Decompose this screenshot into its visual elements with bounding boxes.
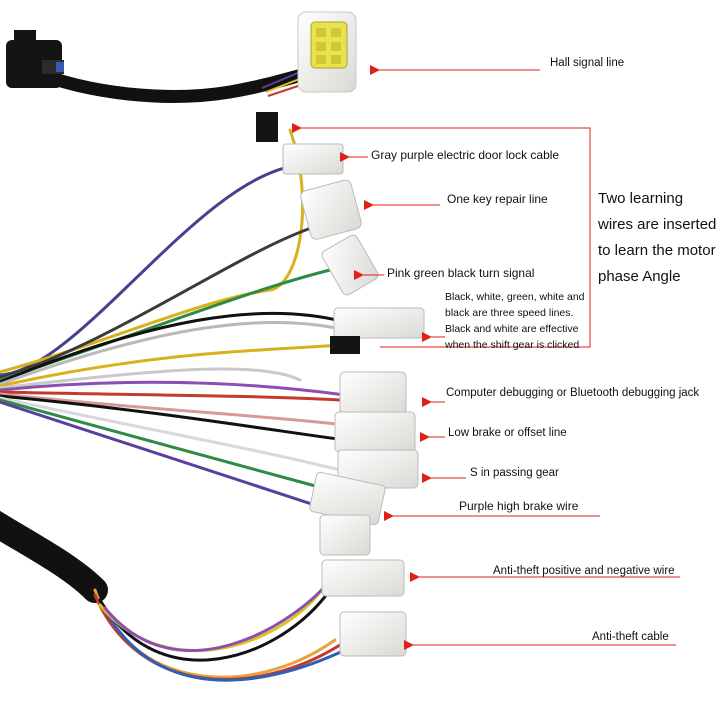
learning-wires-note: Two learning wires are inserted to learn…: [598, 186, 720, 290]
label-door-lock: Gray purple electric door lock cable: [371, 148, 560, 162]
label-debug-jack: Computer debugging or Bluetooth debuggin…: [446, 387, 700, 399]
connector-turn-signal-icon: [321, 234, 379, 296]
speed-lines-note: Black, white, green, white and black are…: [445, 289, 595, 353]
speed-lines-note-line: Black and white are effective: [445, 323, 579, 335]
black-plug-icon: [6, 30, 64, 88]
label-antitheft-wire: Anti-theft positive and negative wire: [493, 565, 675, 577]
bottom-sheath: [0, 510, 108, 603]
connector-repair-icon: [300, 179, 362, 240]
learning-wires-note-line: phase Angle: [598, 268, 681, 285]
speed-lines-note-line: Black, white, green, white and: [445, 291, 585, 303]
label-hall-signal: Hall signal line: [550, 57, 625, 69]
label-antitheft-cable: Anti-theft cable: [592, 631, 669, 643]
speed-lines-note-line: when the shift gear is clicked: [445, 339, 580, 351]
connector-debug-icon: [339, 371, 407, 415]
connector-antitheft-cable-icon: [339, 611, 407, 657]
label-turn-signal: Pink green black turn signal: [387, 266, 535, 280]
label-low-brake: Low brake or offset line: [448, 427, 567, 439]
learning-wires-note-line: to learn the motor: [598, 242, 716, 259]
learning-wires-note-line: Two learning: [598, 190, 684, 207]
connector-speed-icon: [330, 307, 425, 354]
connector-mid-icon: [319, 514, 371, 556]
label-passing-gear: S in passing gear: [470, 467, 559, 479]
connector-low-brake-icon: [334, 411, 416, 453]
top-cable: [23, 63, 327, 103]
connector-door-lock-icon: [256, 112, 344, 175]
wire-bundle: [0, 128, 347, 512]
lower-wires: [93, 578, 347, 682]
speed-lines-note-line: black are three speed lines.: [445, 307, 574, 319]
label-one-key-repair: One key repair line: [447, 192, 548, 206]
learning-wires-note-line: wires are inserted: [598, 216, 717, 233]
hall-connector-icon: [297, 11, 357, 93]
label-high-brake: Purple high brake wire: [459, 499, 579, 513]
connector-antitheft-wire-icon: [321, 559, 405, 597]
pointer-arrows: [292, 65, 680, 650]
